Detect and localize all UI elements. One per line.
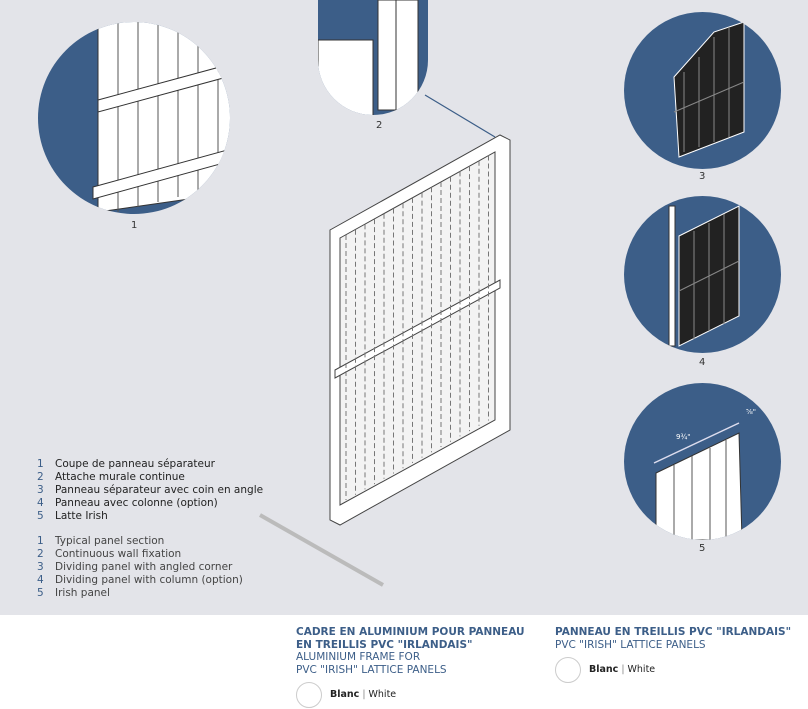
panel-section-drawing	[92, 22, 230, 213]
angled-corner-drawing	[673, 21, 745, 158]
swatch-circle	[555, 657, 581, 683]
detail-circle-irish-slat: 9¾" ⅝"	[624, 383, 781, 540]
callout-3: 3	[699, 171, 706, 182]
callout-1: 1	[131, 220, 138, 231]
thickness-dimension: ⅝"	[746, 408, 757, 416]
detail-circle-column	[624, 196, 781, 353]
swatch-circle	[296, 682, 322, 708]
callout-5: 5	[699, 543, 706, 554]
callout-2: 2	[376, 120, 383, 131]
detail-circle-angled-corner	[624, 12, 781, 169]
main-aluminium-frame-drawing	[329, 134, 511, 526]
color-swatch-white[interactable]: Blanc|White	[555, 657, 791, 683]
callout-4: 4	[699, 357, 706, 368]
detail-circle-panel-section	[38, 22, 230, 214]
leader-line	[424, 94, 496, 138]
loose-slat-drawing	[259, 513, 384, 587]
irish-slat-drawing	[653, 422, 743, 540]
product-irish-lattice: PANNEAU EN TREILLIS PVC "IRLANDAIS" PVC …	[555, 626, 791, 683]
width-dimension: 9¾"	[676, 433, 691, 441]
color-swatch-white[interactable]: Blanc|White	[296, 682, 525, 708]
column-panel-drawing	[668, 205, 740, 347]
